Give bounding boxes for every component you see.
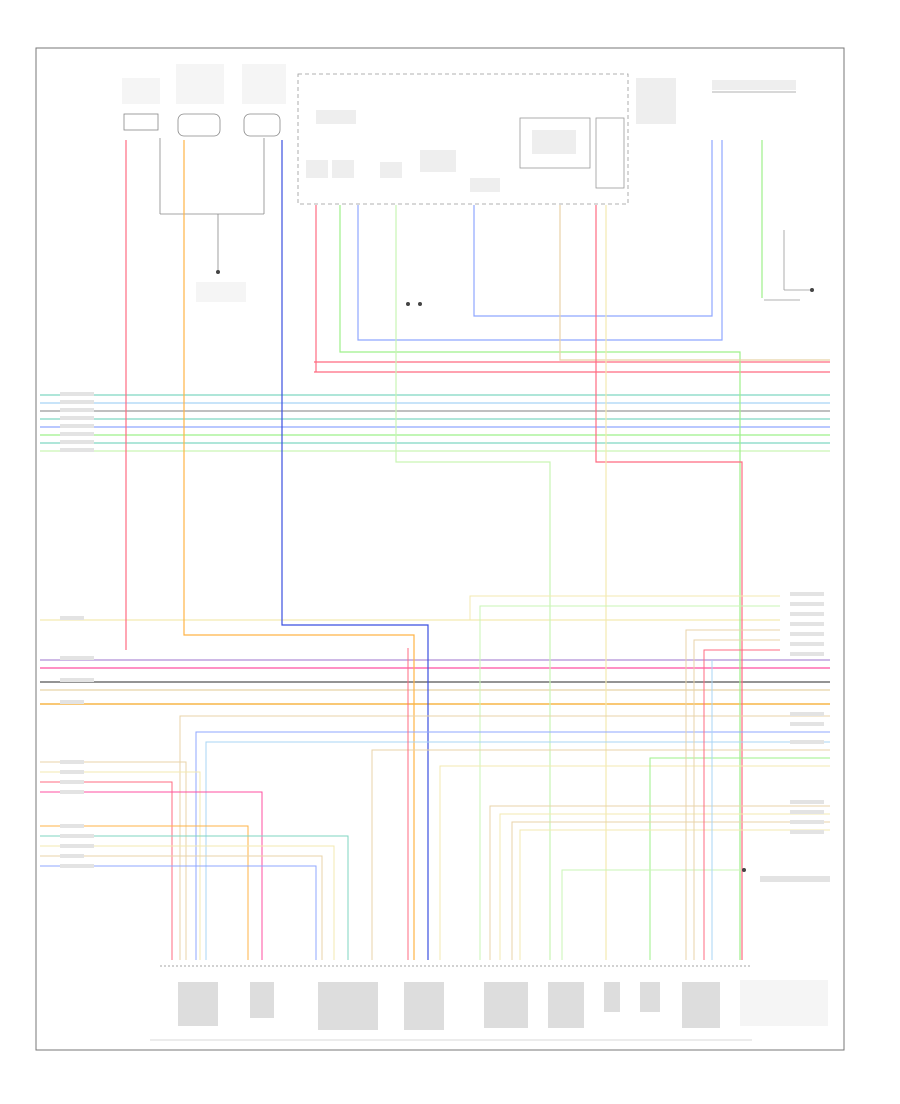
left-wire-labels — [60, 392, 94, 868]
vertical-wires — [125, 140, 830, 960]
bottom-connector — [150, 965, 828, 1041]
lower-routing — [40, 595, 830, 960]
bottom-pin-labels — [178, 982, 720, 1030]
center-module — [297, 73, 629, 205]
top-speaker-labels — [122, 64, 286, 302]
top-left-speakers — [123, 113, 281, 272]
horizontal-bus — [40, 361, 830, 705]
ground-markers — [216, 270, 814, 872]
right-module — [712, 91, 812, 301]
right-wire-labels — [760, 592, 830, 882]
center-module-text-blocks — [306, 78, 796, 192]
outer-frame — [35, 47, 845, 1051]
